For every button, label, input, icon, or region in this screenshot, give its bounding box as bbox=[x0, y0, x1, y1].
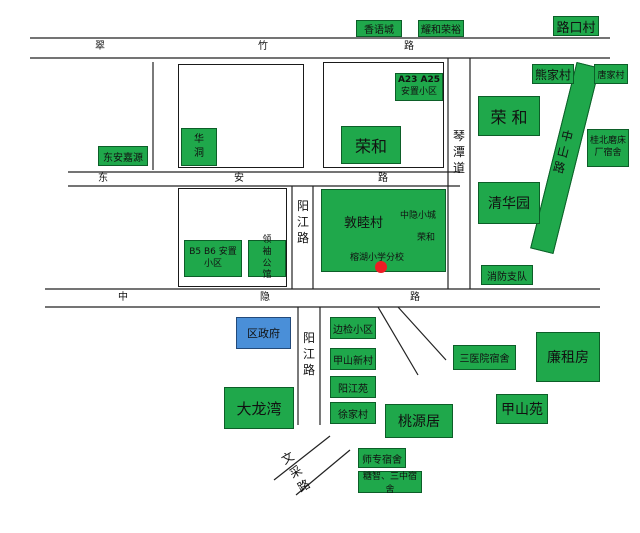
place-yangjiangyuan: 阳江苑 bbox=[330, 376, 376, 398]
place-label: 耀和荣裕 bbox=[421, 25, 461, 36]
place-sanyiyuan-dorm: 三医院宿舍 bbox=[453, 345, 516, 370]
place-label: 桂北磨床厂宿舍 bbox=[590, 136, 627, 158]
place-label: 廉租房 bbox=[547, 350, 589, 366]
place-tangjiacun: 唐家村 bbox=[594, 64, 628, 84]
place-xujiacun: 徐家村 bbox=[330, 402, 376, 424]
place-label: 路口村 bbox=[556, 20, 596, 36]
place-label: 徐家村 bbox=[338, 409, 368, 421]
road-label-dongan-3: 路 bbox=[378, 173, 388, 184]
place-taoyuanju: 桃源居 bbox=[385, 404, 453, 438]
place-huadong: 华洞 bbox=[181, 128, 217, 166]
place-a23-resettlement: A23 A25 安置小区 bbox=[395, 73, 443, 101]
place-ronghe-east: 荣 和 bbox=[478, 96, 540, 136]
place-lingxiu: 领袖公馆 bbox=[248, 235, 286, 280]
place-xiaofang: 消防支队 bbox=[481, 265, 533, 285]
place-bianjian: 边检小区 bbox=[330, 317, 376, 339]
road-label-cuizhu-1: 翠 bbox=[95, 41, 105, 52]
road-label-dongan-2: 安 bbox=[234, 173, 244, 184]
place-sublabel-rongshu-school: 榕湖小学分校 bbox=[350, 253, 405, 263]
place-label: 荣和 bbox=[354, 137, 387, 156]
road-label-zhongyin-3: 路 bbox=[410, 292, 420, 303]
block-outline-north-center bbox=[323, 62, 444, 168]
place-lukoucun: 路口村 bbox=[553, 16, 599, 36]
road-wencai-edge-1 bbox=[273, 435, 331, 481]
block-outline-west-center bbox=[178, 188, 287, 287]
place-label: 香语城 bbox=[364, 25, 394, 36]
place-qinghuayuan: 清华园 bbox=[478, 182, 540, 224]
place-dongan-jiayuan: 东安嘉源 bbox=[98, 146, 148, 166]
place-lianzufang: 廉租房 bbox=[536, 332, 600, 382]
place-xiongjiacun: 熊家村 bbox=[532, 64, 574, 84]
place-label: B5 B6 安置小区 bbox=[189, 246, 237, 269]
place-label: 清华园 bbox=[488, 196, 530, 212]
place-label: 甲山苑 bbox=[501, 402, 543, 418]
place-label: 消防支队 bbox=[487, 271, 527, 283]
road-label-cuizhu-3: 路 bbox=[404, 41, 414, 52]
place-jiashan-xincun: 甲山新村 bbox=[330, 348, 376, 370]
place-label: 甲山新村 bbox=[333, 355, 373, 367]
place-label: 大龙湾 bbox=[236, 399, 282, 418]
place-sublabel: 安置小区 bbox=[400, 87, 437, 97]
place-ronghe-north: 荣和 bbox=[341, 126, 401, 164]
place-qu-zhengfu: 区政府 bbox=[236, 317, 291, 349]
road-label-zhongyin-2: 隐 bbox=[260, 292, 270, 303]
place-b5b6-resettlement: B5 B6 安置小区 bbox=[184, 240, 242, 277]
place-sublabel-ronghe: 荣和 bbox=[417, 233, 436, 243]
road-label-yangjiang-north: 阳江路 bbox=[297, 199, 310, 246]
place-label: 唐家村 bbox=[597, 70, 625, 81]
place-label: A23 A25 bbox=[397, 75, 441, 86]
place-label: 糖智、三中宿舍 bbox=[362, 472, 417, 495]
place-label: 区政府 bbox=[247, 327, 280, 340]
place-label: 熊家村 bbox=[534, 67, 571, 82]
place-label: 阳江苑 bbox=[338, 383, 368, 395]
place-yaoherongyu: 耀和荣裕 bbox=[418, 20, 464, 37]
place-label: 华洞 bbox=[194, 134, 204, 159]
place-guibei-dorm: 桂北磨床厂宿舍 bbox=[587, 129, 629, 167]
place-label: 边检小区 bbox=[333, 324, 373, 336]
place-label: 领袖公馆 bbox=[262, 235, 272, 281]
road-label-yangjiang-south: 阳江路 bbox=[303, 331, 316, 378]
place-label: 师专宿舍 bbox=[362, 454, 402, 466]
road-label-cuizhu-2: 竹 bbox=[258, 41, 268, 52]
block-outline-northwest bbox=[178, 64, 304, 168]
road-label-dongan-1: 东 bbox=[98, 173, 108, 184]
road-label-zhongyin-1: 中 bbox=[118, 292, 128, 303]
place-label: 东安嘉源 bbox=[103, 152, 143, 164]
place-dunmucun: 敦睦村 中隐小城 荣和 榕湖小学分校 bbox=[321, 189, 446, 272]
place-jiashanyuan: 甲山苑 bbox=[496, 394, 548, 424]
place-sublabel-zhongyinxiaocheng: 中隐小城 bbox=[400, 211, 437, 221]
place-label: 三医院宿舍 bbox=[459, 354, 510, 365]
place-shizhuan-dorm: 师专宿舍 bbox=[358, 448, 406, 468]
place-dalongwan: 大龙湾 bbox=[224, 387, 294, 429]
place-label: 荣 和 bbox=[490, 108, 528, 127]
road-diagonal-2 bbox=[397, 306, 447, 361]
school-location-marker bbox=[375, 261, 387, 273]
road-label-qintan: 琴潭道 bbox=[453, 129, 466, 176]
place-tangzhi-dorm: 糖智、三中宿舍 bbox=[358, 471, 422, 495]
place-label: 敦睦村 bbox=[344, 216, 384, 231]
place-xiangyucheng: 香语城 bbox=[356, 20, 402, 37]
road-diagonal-1 bbox=[377, 306, 419, 376]
road-wencai-edge-2 bbox=[295, 449, 351, 496]
place-label: 桃源居 bbox=[398, 414, 440, 430]
